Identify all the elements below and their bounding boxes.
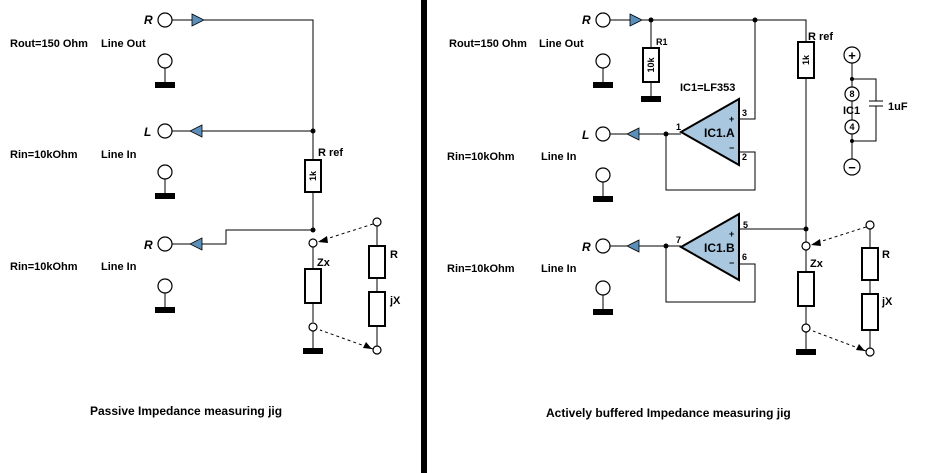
jack-ground-l-in <box>157 164 173 180</box>
supply-minus-terminal <box>843 158 861 176</box>
pin-8: 8 <box>849 89 854 99</box>
pin-4: 4 <box>849 122 854 132</box>
label-rin: Rin=10kOhm <box>447 151 515 163</box>
label-line-in: Line In <box>101 149 137 161</box>
signal-arrow-in <box>626 127 640 141</box>
ground-symbol <box>155 307 175 313</box>
label-jx: jX <box>881 296 893 308</box>
label-r: R <box>882 249 890 261</box>
ground-symbol <box>303 348 323 354</box>
signal-arrow-in <box>189 124 203 138</box>
test-terminal <box>308 238 318 248</box>
jack-r-line-in <box>595 238 611 254</box>
supply-minus-sign: − <box>848 160 856 175</box>
caption-passive: Passive Impedance measuring jig <box>90 404 282 418</box>
impedance-zx <box>797 271 815 307</box>
label-line-out: Line Out <box>539 38 584 50</box>
pin-5: 5 <box>743 220 748 230</box>
label-rout: Rout=150 Ohm <box>10 38 88 50</box>
active-jig: R L R Rout=150 Ohm Line Out Rin=10kOhm L… <box>447 12 908 420</box>
value-1k: 1k <box>308 170 318 181</box>
resistor-r <box>368 245 386 279</box>
label-rin: Rin=10kOhm <box>10 261 78 273</box>
label-zx: Zx <box>810 258 824 270</box>
label-ic1: IC1 <box>843 105 860 117</box>
label-jx: jX <box>389 295 401 307</box>
jack-ground-line-out <box>157 53 173 69</box>
test-terminal <box>801 241 811 251</box>
label-zx: Zx <box>317 257 331 269</box>
ground-symbol <box>593 196 613 202</box>
jack-r-line-in <box>157 236 173 252</box>
label-ic1-type: IC1=LF353 <box>680 82 735 94</box>
jack-r-line-out <box>595 12 611 28</box>
reactance-jx <box>368 291 386 327</box>
test-terminal <box>308 322 318 332</box>
opamp-ic1b <box>678 212 740 282</box>
ground-symbol <box>641 96 661 102</box>
pin-1: 1 <box>676 122 681 132</box>
pin-minus: − <box>729 143 734 153</box>
pin-minus: − <box>729 258 734 268</box>
ground-symbol <box>155 193 175 199</box>
test-terminal <box>865 347 875 357</box>
reactance-jx <box>861 293 879 331</box>
pin-6: 6 <box>742 252 747 262</box>
label-r: R <box>390 249 398 261</box>
label-ic1a: IC1.A <box>704 126 735 140</box>
ground-symbol <box>593 82 613 88</box>
jack-label-r-in: R <box>144 238 153 252</box>
resistor-r <box>861 247 879 281</box>
label-ic1b: IC1.B <box>704 241 735 255</box>
value-1k: 1k <box>801 54 811 65</box>
caption-active: Actively buffered Impedance measuring ji… <box>546 406 791 420</box>
label-cap: 1uF <box>888 101 908 113</box>
label-rout: Rout=150 Ohm <box>449 38 527 50</box>
label-line-in: Line In <box>101 261 137 273</box>
jack-label-r-out: R <box>582 13 591 27</box>
signal-arrow-in <box>626 239 640 253</box>
label-r1: R1 <box>656 37 668 47</box>
label-line-out: Line Out <box>101 38 146 50</box>
label-line-in: Line In <box>541 263 577 275</box>
jack-label-r-out: R <box>144 13 153 27</box>
signal-arrow-out <box>629 13 643 27</box>
pin-plus: + <box>729 114 734 124</box>
signal-arrow-in <box>189 237 203 251</box>
ground-symbol <box>593 309 613 315</box>
pin-2: 2 <box>742 152 747 162</box>
test-terminal <box>372 345 382 355</box>
ground-symbol <box>155 82 175 88</box>
supply-plus-sign: + <box>848 48 856 63</box>
test-terminal <box>801 323 811 333</box>
jack-r-line-out <box>157 12 173 28</box>
label-rin: Rin=10kOhm <box>447 263 515 275</box>
label-line-in: Line In <box>541 151 577 163</box>
passive-jig: R L R Rout=150 Ohm Line Out Rin=10kOhm L… <box>10 12 401 418</box>
value-10k: 10k <box>646 57 656 73</box>
jack-label-l-in: L <box>144 125 151 139</box>
panel-divider <box>421 0 427 473</box>
ground-symbol <box>796 349 816 355</box>
opamp-ic1a <box>678 97 740 167</box>
pin-3: 3 <box>742 108 747 118</box>
jack-ground-l-in <box>595 167 611 183</box>
impedance-zx <box>304 268 322 304</box>
label-r-ref: R ref <box>808 31 833 43</box>
pin-plus: + <box>729 229 734 239</box>
jack-ground-line-out <box>595 53 611 69</box>
jack-ground-r-in <box>595 280 611 296</box>
jack-ground-r-in <box>157 278 173 294</box>
label-rin: Rin=10kOhm <box>10 149 78 161</box>
test-terminal <box>865 220 875 230</box>
jack-l-line-in <box>157 123 173 139</box>
signal-arrow-out <box>191 13 205 27</box>
pin-7: 7 <box>676 235 681 245</box>
jack-label-l-in: L <box>582 128 589 142</box>
test-terminal <box>372 217 382 227</box>
jack-label-r-in: R <box>582 240 591 254</box>
jack-l-line-in <box>595 126 611 142</box>
label-r-ref: R ref <box>318 147 343 159</box>
